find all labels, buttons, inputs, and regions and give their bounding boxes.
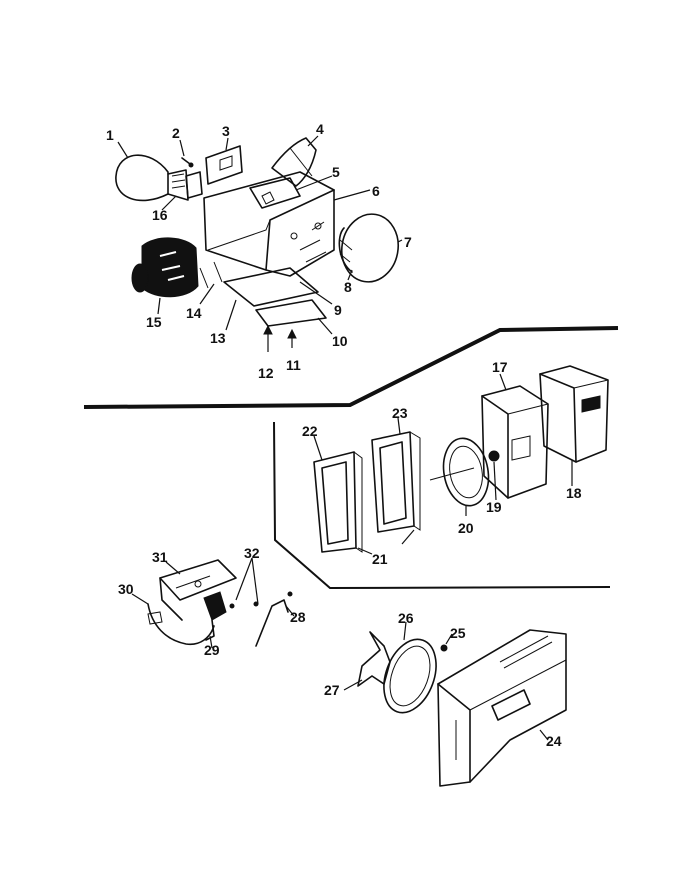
callout-1: 1	[106, 127, 114, 143]
callout-29: 29	[204, 642, 220, 658]
control-bracket-part	[159, 559, 237, 621]
fan-housing-part	[481, 385, 549, 499]
callout-20: 20	[458, 520, 474, 536]
inner-frame-part	[371, 431, 421, 533]
screw-small-part	[440, 644, 448, 652]
callout-23: 23	[392, 405, 408, 421]
switch-part	[203, 591, 227, 641]
callout-labels: 1 2 3 4 5 6 7 8 9 10 11 12 13 14 15 16 1…	[106, 121, 582, 749]
callout-27: 27	[324, 682, 340, 698]
callout-13: 13	[210, 330, 226, 346]
callout-10: 10	[332, 333, 348, 349]
callout-17: 17	[492, 359, 508, 375]
fan-wheel-part	[429, 437, 490, 507]
callout-6: 6	[372, 183, 380, 199]
callout-25: 25	[450, 625, 466, 641]
callout-8: 8	[344, 279, 352, 295]
switch-bracket-part	[249, 177, 301, 209]
small-screws-part	[229, 601, 259, 609]
callout-14: 14	[186, 305, 202, 321]
callout-2: 2	[172, 125, 180, 141]
motor-part	[131, 237, 199, 298]
callout-7: 7	[404, 234, 412, 250]
reflector-cover-part	[338, 213, 399, 283]
callout-4: 4	[316, 121, 324, 137]
callout-11: 11	[286, 357, 301, 373]
shroud-ring-part	[383, 638, 437, 714]
callout-3: 3	[222, 123, 230, 139]
lamp-socket-part	[185, 171, 203, 199]
leader-lines	[117, 135, 573, 741]
callout-32: 32	[244, 545, 260, 561]
door-frame-part	[313, 451, 363, 553]
housing-part	[203, 171, 335, 277]
chute-part	[271, 137, 317, 187]
callout-16: 16	[152, 207, 168, 223]
wire-harness-part	[147, 603, 215, 646]
callout-22: 22	[302, 423, 318, 439]
screw-part	[181, 157, 194, 168]
section-divider-upper	[83, 325, 619, 410]
bracket-part	[205, 145, 243, 185]
callout-18: 18	[566, 485, 582, 501]
section-divider-lower	[273, 421, 611, 590]
callout-12: 12	[258, 365, 274, 381]
light-bulb-part	[115, 154, 189, 202]
callout-21: 21	[372, 551, 388, 567]
fastener-arrows	[263, 324, 297, 352]
callout-26: 26	[398, 610, 414, 626]
callout-30: 30	[118, 581, 134, 597]
fan-blade-part	[357, 631, 391, 687]
callout-15: 15	[146, 314, 162, 330]
lower-plate-part	[255, 299, 327, 327]
callout-5: 5	[332, 164, 340, 180]
clip-part	[199, 261, 223, 289]
ice-chute-housing-part	[437, 629, 567, 787]
shield-plate-part	[223, 267, 319, 307]
actuator-lever-part	[255, 591, 293, 647]
callout-31: 31	[152, 549, 168, 565]
callout-19: 19	[486, 499, 502, 515]
callout-24: 24	[546, 733, 562, 749]
hub-nut-part	[488, 450, 500, 462]
callout-9: 9	[334, 302, 342, 318]
fan-cover-part	[539, 365, 609, 463]
callout-28: 28	[290, 609, 306, 625]
